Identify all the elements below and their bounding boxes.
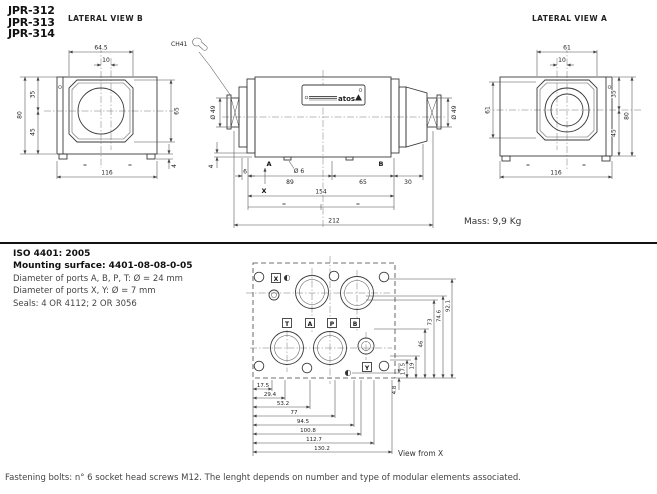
equal-mark: = xyxy=(83,163,87,169)
dim-label: 4 xyxy=(208,164,215,168)
lateral-view-a-drawing: 61 10 61 35 80 45 116 = = xyxy=(484,44,641,179)
dim-label: 77 xyxy=(291,410,298,416)
section-divider xyxy=(0,242,657,244)
model-list: JPR-312 JPR-313 JPR-314 xyxy=(8,5,55,40)
dim-label: 30 xyxy=(404,179,412,186)
dim-label: 154 xyxy=(315,189,327,196)
model-jpr314: JPR-314 xyxy=(8,27,55,40)
dim-label: 130.2 xyxy=(314,446,330,452)
dim-label: 4.8 xyxy=(392,385,398,394)
port-label-x: X xyxy=(274,276,279,283)
dim-label: 94.5 xyxy=(297,419,310,425)
dim-label: 17.5 xyxy=(401,362,407,375)
dim-label: 19 xyxy=(410,362,416,369)
footer-note: Fastening bolts: n° 6 socket head screws… xyxy=(5,473,521,483)
dim-label: 61 xyxy=(563,45,571,52)
spec-line: Diameter of ports A, B, P, T: Ø = 24 mm xyxy=(13,273,183,284)
dim-label: Ø 6 xyxy=(294,168,305,175)
lateral-view-b-label: LATERAL VIEW B xyxy=(68,14,144,23)
dim-label: 80 xyxy=(624,112,631,120)
dim-label: 53.2 xyxy=(277,401,289,407)
equal-mark: = xyxy=(582,163,586,169)
dim-label: 100.8 xyxy=(300,428,316,434)
wrench-icon xyxy=(192,37,208,51)
equal-mark: = xyxy=(356,202,360,208)
dim-label: 35 xyxy=(611,90,618,98)
front-view-drawing: atos CH41 A B X Ø 49 Ø 49 xyxy=(170,37,459,228)
dim-label: 92.1 xyxy=(446,300,452,312)
dim-label: 35 xyxy=(30,91,37,99)
dim-label: 65 xyxy=(359,179,367,186)
dim-label: 10 xyxy=(558,57,566,64)
lateral-view-a-label: LATERAL VIEW A xyxy=(532,14,608,23)
dim-label: 64.5 xyxy=(94,45,108,52)
lateral-view-b-drawing: 64.5 10 35 80 45 65 4 116 = = xyxy=(16,44,181,179)
dim-label: 74.6 xyxy=(437,309,443,322)
dim-label: 112.7 xyxy=(306,437,322,443)
dim-label: 116 xyxy=(550,170,562,177)
dim-label: 46 xyxy=(419,340,425,347)
dim-label: 4 xyxy=(171,164,178,168)
dim-label: 89 xyxy=(286,179,294,186)
dim-label: 65 xyxy=(174,107,181,115)
dim-label: 73 xyxy=(428,318,434,325)
dim-label: 116 xyxy=(101,170,113,177)
dim-label: Ø 49 xyxy=(451,105,458,119)
mass-label: Mass: 9,9 Kg xyxy=(464,217,522,227)
wrench-size-label: CH41 xyxy=(171,41,188,48)
dim-label: 10 xyxy=(102,57,110,64)
dim-label: Ø 49 xyxy=(210,105,217,119)
model-jpr312: JPR-312 xyxy=(8,4,55,17)
port-label-t: T xyxy=(285,321,290,328)
port-label-p: P xyxy=(330,321,335,328)
equal-mark: = xyxy=(526,163,530,169)
port-a-ref: A xyxy=(266,160,271,168)
port-label-a: A xyxy=(308,321,313,328)
mounting-surface-drawing: X T A P B Y xyxy=(246,256,456,458)
model-jpr313: JPR-313 xyxy=(8,15,55,29)
equal-mark: = xyxy=(282,202,286,208)
dim-label: 29.4 xyxy=(264,392,277,398)
port-b-ref: B xyxy=(379,160,384,168)
dim-label: 17.5 xyxy=(257,383,270,389)
port-label-y: Y xyxy=(364,365,370,372)
port-label-b: B xyxy=(353,321,358,328)
dim-label: 212 xyxy=(328,218,340,225)
dim-label: 61 xyxy=(485,106,492,114)
equal-mark: = xyxy=(128,163,132,169)
spec-line: Seals: 4 OR 4112; 2 OR 3056 xyxy=(13,298,137,309)
dim-label: 80 xyxy=(17,111,24,119)
dim-label: 45 xyxy=(30,128,37,136)
iso-title: ISO 4401: 2005 xyxy=(13,249,91,259)
spec-line: Diameter of ports X, Y: Ø = 7 mm xyxy=(13,286,156,297)
mounting-surface-title: Mounting surface: 4401-08-08-0-05 xyxy=(13,261,193,272)
view-from-x-caption: View from X xyxy=(398,449,443,458)
specs-block: ISO 4401: 2005 Mounting surface: 4401-08… xyxy=(13,248,193,310)
atos-logo-text: atos xyxy=(338,95,355,103)
dim-label: 45 xyxy=(611,129,618,137)
x-view-ref: X xyxy=(261,187,266,195)
atos-triangle-icon xyxy=(355,94,362,101)
dim-label: 6 xyxy=(243,169,247,176)
